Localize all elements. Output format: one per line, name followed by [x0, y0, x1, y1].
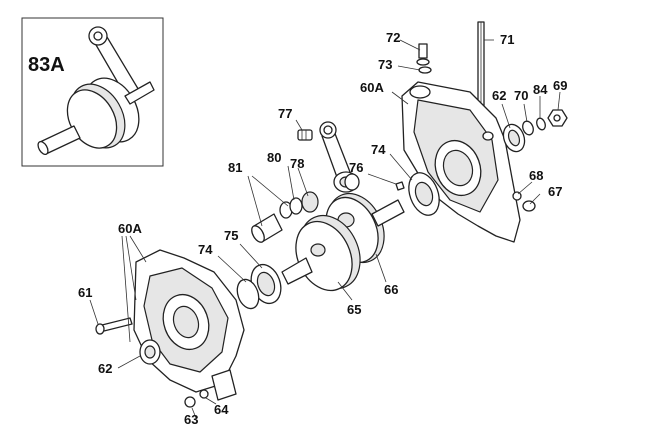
bearing-77	[297, 129, 313, 141]
washer-73	[418, 66, 432, 74]
fitting-72	[416, 43, 430, 66]
callout-74-top: 74	[371, 142, 386, 157]
key-76	[395, 181, 405, 191]
callout-66: 66	[384, 282, 398, 297]
nut-69	[547, 109, 568, 127]
plug-63	[184, 396, 196, 408]
callout-72: 72	[386, 30, 400, 45]
callout-81: 81	[228, 160, 242, 175]
callout-60A-bottom: 60A	[118, 221, 142, 236]
callout-labels: 83A 72 71 73 60A 62 70 84 69 77 74 80 78…	[28, 30, 567, 424]
seal-62-top	[502, 123, 526, 153]
callout-60A-top: 60A	[360, 80, 384, 95]
callout-68: 68	[529, 168, 543, 183]
washer-64	[199, 389, 209, 399]
inset-shaft-right	[124, 81, 155, 105]
callout-71: 71	[500, 32, 514, 47]
inset-frame	[21, 17, 164, 167]
callout-80: 80	[267, 150, 281, 165]
flywheel-65	[281, 214, 361, 292]
leader-lines	[89, 39, 561, 419]
callout-83A: 83A	[28, 54, 65, 76]
crankcase-right-half	[401, 81, 521, 243]
shaft-right	[371, 199, 405, 227]
callout-67: 67	[548, 184, 562, 199]
callout-65: 65	[347, 302, 361, 317]
callout-84: 84	[533, 82, 548, 97]
seal-74-bottom	[236, 278, 260, 310]
callout-62-bottom: 62	[98, 361, 112, 376]
washer-68	[512, 191, 522, 201]
callout-73: 73	[378, 57, 392, 72]
callout-76: 76	[349, 160, 363, 175]
callout-64: 64	[214, 402, 229, 417]
crankcase-left-half	[133, 249, 245, 401]
callout-78: 78	[290, 156, 304, 171]
bearing-74-top	[408, 172, 440, 216]
callout-75: 75	[224, 228, 238, 243]
callout-63: 63	[184, 412, 198, 424]
bolt-61	[95, 317, 133, 335]
callout-70: 70	[514, 88, 528, 103]
callout-77: 77	[278, 106, 292, 121]
plug-67	[522, 200, 536, 212]
washer-84	[536, 117, 546, 131]
callout-69: 69	[553, 78, 567, 93]
shaft-left	[281, 257, 313, 285]
washer-70	[522, 120, 534, 136]
callout-62-top: 62	[492, 88, 506, 103]
pin-81	[251, 213, 283, 243]
washers-80	[279, 173, 360, 219]
callout-61: 61	[78, 285, 92, 300]
crankshaft-inset	[21, 17, 164, 167]
callout-74-bottom: 74	[198, 242, 213, 257]
